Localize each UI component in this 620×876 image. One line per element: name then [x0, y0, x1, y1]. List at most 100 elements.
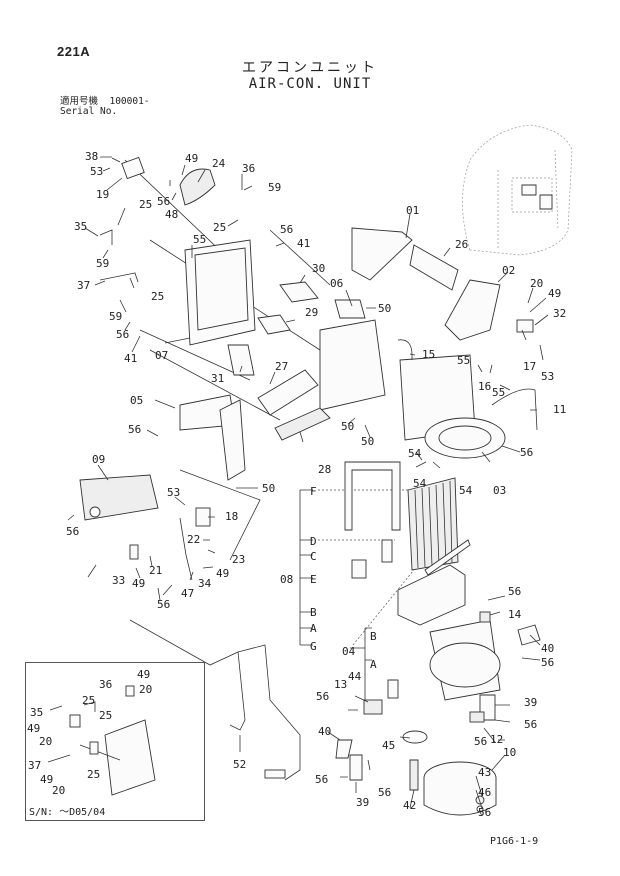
callout-24: 24	[212, 157, 226, 170]
inset-serial-note: S/N: ～D05/04	[29, 807, 106, 818]
sub-letters: F D C E B A G B A	[310, 485, 377, 671]
callout-56: 56	[157, 598, 170, 611]
inset-diagram: 36 49 20 25 25 35 49 20 37 25 49 20	[27, 668, 156, 797]
callout-47: 47	[181, 587, 194, 600]
callout-49: 49	[132, 577, 145, 590]
page-code: 221A	[57, 44, 91, 59]
letter-B: B	[310, 606, 317, 619]
callout-22: 22	[187, 533, 200, 546]
callout-15: 15	[422, 348, 435, 361]
callout-49: 49	[216, 567, 229, 580]
callout-56: 56	[378, 786, 391, 799]
callout-54: 54	[459, 484, 473, 497]
callout-41: 41	[297, 237, 310, 250]
part-42	[409, 759, 419, 791]
part-rod-34	[179, 517, 193, 581]
callout-03: 03	[493, 484, 506, 497]
callout-31: 31	[211, 372, 224, 385]
part-rod-35	[99, 229, 113, 245]
callout-56: 56	[316, 690, 329, 703]
part-06	[334, 299, 366, 319]
callout-50: 50	[262, 482, 275, 495]
part-45	[402, 730, 428, 744]
callout-13: 13	[334, 678, 347, 691]
part-26	[409, 244, 459, 291]
letter-A: A	[310, 622, 317, 635]
inset-callout-20: 20	[139, 683, 152, 696]
callout-12: 12	[490, 733, 503, 746]
parts	[79, 156, 541, 816]
callout-37: 37	[77, 279, 90, 292]
callout-48: 48	[165, 208, 178, 221]
letter-G: G	[310, 640, 317, 653]
letter-F: F	[310, 485, 317, 498]
callout-54: 54	[408, 447, 422, 460]
callout-56: 56	[478, 806, 491, 819]
callout-53: 53	[90, 165, 103, 178]
callout-59: 59	[96, 257, 109, 270]
callout-08: 08	[280, 573, 293, 586]
part-30	[279, 281, 319, 303]
part-11	[491, 388, 538, 431]
callout-07: 07	[155, 349, 168, 362]
serial-range: 100001-	[109, 96, 150, 107]
part-52	[129, 619, 301, 781]
callout-52: 52	[233, 758, 246, 771]
letter-D: D	[310, 535, 317, 548]
callout-39: 39	[356, 796, 369, 809]
title-japanese: エアコンユニット	[242, 60, 378, 76]
callout-50: 50	[378, 302, 391, 315]
callout-56: 56	[474, 735, 487, 748]
callout-55: 55	[193, 233, 206, 246]
inset-frame	[25, 662, 205, 821]
inset-callout-49: 49	[137, 668, 150, 681]
callout-50: 50	[361, 435, 374, 448]
callout-34: 34	[198, 577, 212, 590]
callout-56: 56	[508, 585, 521, 598]
part-08-bracket-e	[351, 559, 367, 579]
letter-04-B: B	[370, 630, 377, 643]
part-02	[444, 279, 501, 341]
inset-callout-49: 49	[40, 773, 53, 786]
callout-26: 26	[455, 238, 468, 251]
letter-E: E	[310, 573, 317, 586]
callout-38: 38	[85, 150, 98, 163]
inset-callout-36: 36	[99, 678, 112, 691]
part-44	[387, 679, 399, 699]
callout-49: 49	[185, 152, 198, 165]
callout-27: 27	[275, 360, 288, 373]
callout-59: 59	[109, 310, 122, 323]
callout-49: 49	[548, 287, 561, 300]
cab-outline	[462, 124, 573, 256]
part-27	[257, 369, 319, 416]
callout-20: 20	[530, 277, 543, 290]
callout-32: 32	[553, 307, 566, 320]
title-english: AIR-CON. UNIT	[248, 76, 372, 92]
callout-01: 01	[406, 204, 419, 217]
callout-16: 16	[478, 380, 491, 393]
callout-50: 50	[341, 420, 354, 433]
callout-56: 56	[280, 223, 293, 236]
inset-callout-25: 25	[99, 709, 112, 722]
part-15	[397, 339, 413, 360]
callout-14: 14	[508, 608, 522, 621]
callout-53: 53	[167, 486, 180, 499]
part-31	[227, 344, 255, 376]
inset-callout-35: 35	[30, 706, 43, 719]
callout-25: 25	[213, 221, 226, 234]
callout-19: 19	[96, 188, 109, 201]
callout-25: 25	[139, 198, 152, 211]
part-08-F	[344, 461, 401, 531]
serial-info: 適用号機 100001- Serial No.	[60, 97, 150, 117]
callout-56: 56	[524, 718, 537, 731]
callout-56: 56	[541, 656, 554, 669]
callout-06: 06	[330, 277, 343, 290]
part-33	[129, 544, 139, 560]
callout-59: 59	[268, 181, 281, 194]
callout-10: 10	[503, 746, 516, 759]
callouts: 38 53 19 49 24 56 48 36 59 25 35 25 59 5…	[66, 150, 566, 819]
serial-label-en: Serial No.	[60, 106, 118, 117]
part-24	[179, 168, 216, 206]
callout-33: 33	[112, 574, 125, 587]
